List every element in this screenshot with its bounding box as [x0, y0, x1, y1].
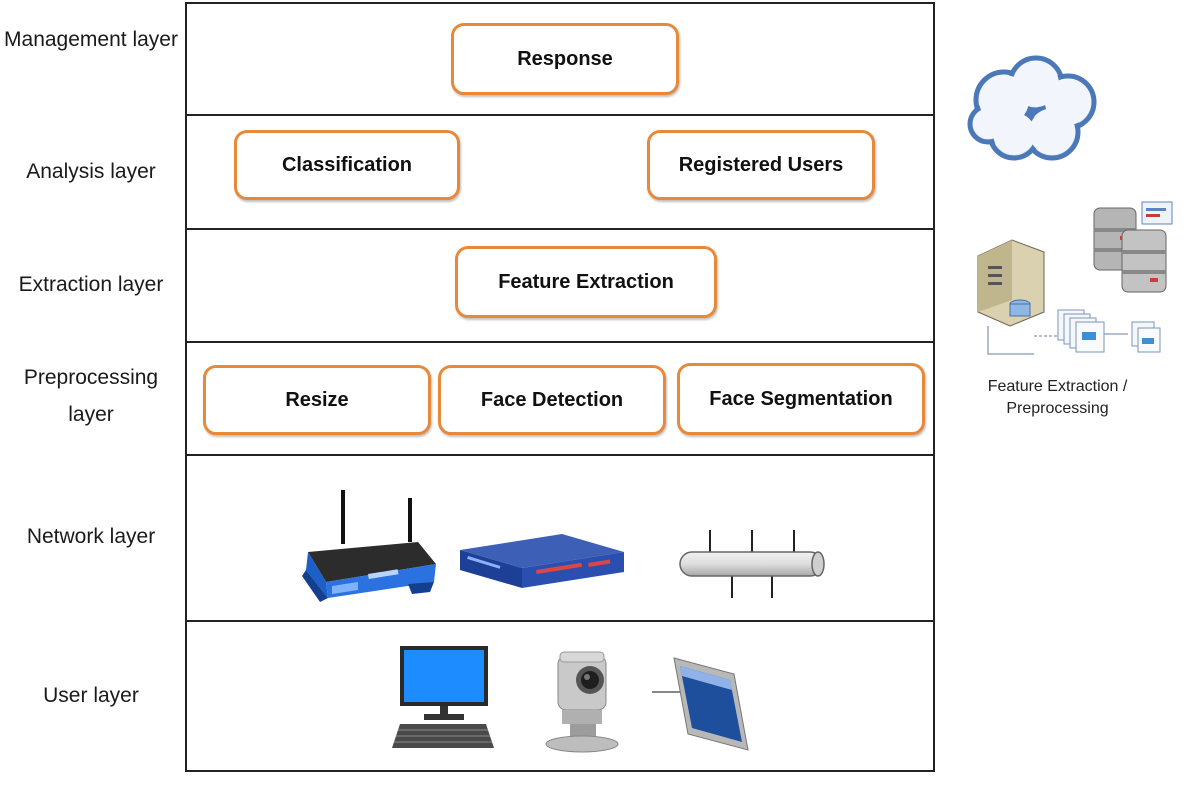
face-segmentation-box: Face Segmentation — [677, 363, 925, 435]
feature-extraction-preprocessing-caption: Feature Extraction / Preprocessing — [987, 378, 1128, 417]
extraction-layer-band: Feature Extraction — [185, 228, 935, 343]
analysis-layer-band: Classification Registered Users — [185, 114, 935, 230]
management-layer-band: Response — [185, 2, 935, 116]
resize-box: Resize — [203, 365, 431, 435]
network-bus-icon — [679, 530, 825, 598]
wireless-router-icon — [302, 490, 436, 602]
face-detection-box: Face Detection — [438, 365, 666, 435]
preprocessing-layer-band: Resize Face Detection Face Segmentation — [185, 341, 935, 456]
layer-label-management: Management layer — [4, 28, 178, 51]
layer-label-user: User layer — [43, 684, 139, 707]
feature-extraction-box: Feature Extraction — [455, 246, 717, 318]
server-icon — [977, 201, 1173, 355]
network-switch-icon — [460, 534, 624, 588]
response-box: Response — [451, 23, 679, 95]
webcam-icon — [545, 651, 619, 753]
layer-label-network: Network layer — [26, 525, 156, 548]
layer-label-analysis: Analysis layer — [26, 160, 156, 183]
classification-box: Classification — [234, 130, 460, 200]
registered-users-box: Registered Users — [647, 130, 875, 200]
layer-label-preprocessing: Preprocessing layer — [23, 366, 159, 426]
tablet-icon — [652, 657, 749, 751]
layer-label-extraction: Extraction layer — [18, 273, 164, 296]
computer-icon — [392, 646, 494, 748]
cloud-icon — [967, 55, 1097, 161]
